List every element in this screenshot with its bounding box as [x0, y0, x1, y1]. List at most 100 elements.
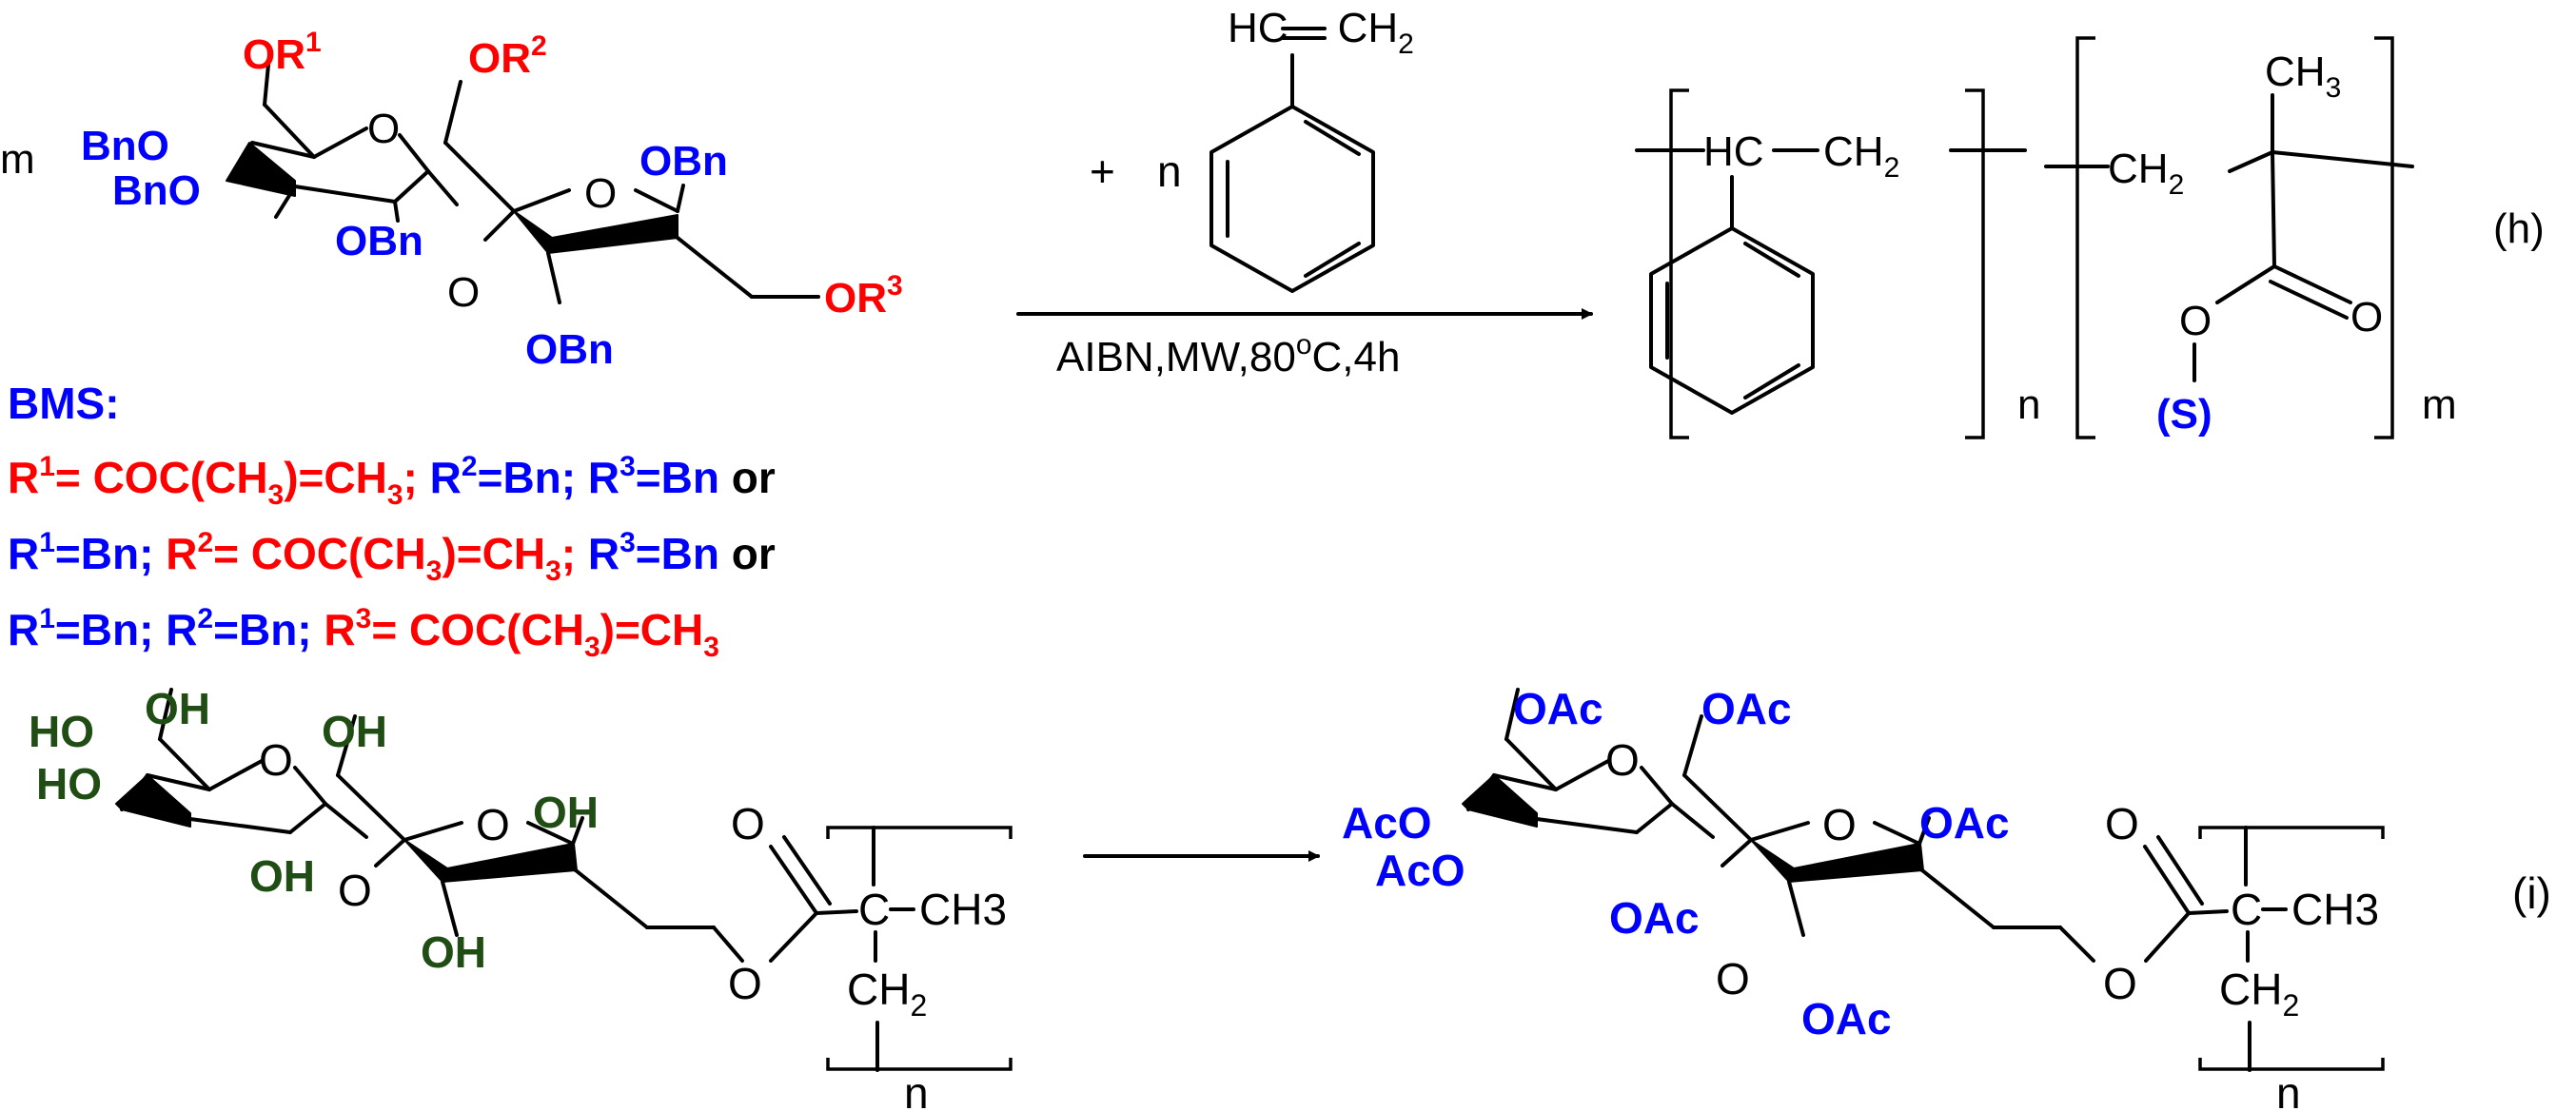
- bms-segment: 3: [545, 556, 561, 587]
- styrene-n: n: [1157, 146, 1182, 196]
- bno-label-3: BnO: [112, 167, 201, 214]
- product-n: n: [2017, 381, 2040, 428]
- oac-2: OAc: [1609, 893, 1700, 943]
- glyco-o-i1: O: [338, 866, 372, 915]
- product-ester-o: O: [2179, 298, 2212, 344]
- bms-segment: )=CH: [284, 453, 387, 502]
- bms-segment: 3: [619, 527, 636, 558]
- bms-segment: =Bn; R: [478, 453, 620, 502]
- bms-option-1: R1= COC(CH3)=CH3; R2=Bn; R3=Bn or: [8, 451, 776, 511]
- oh-2: OH: [249, 851, 315, 901]
- bms-segment: 2: [197, 527, 213, 558]
- ring-o-pyr-i1: O: [259, 735, 293, 785]
- n-left: n: [904, 1068, 929, 1111]
- bms-segment: )=CH: [442, 529, 545, 578]
- aco-4: AcO: [1342, 798, 1432, 848]
- ho-3: HO: [36, 759, 102, 809]
- acetylated-sucrose-polymer: AcO AcO OAc OAc OAc OAc OAc O O O: [1342, 684, 2062, 1043]
- bms-segment: 2: [462, 451, 478, 482]
- oh-6: OH: [145, 684, 210, 733]
- copolymer-product: HC CH2 n CH2 CH3 O O (S): [1635, 36, 2457, 439]
- bms-option-2: R1=Bn; R2= COC(CH3)=CH3; R3=Bn or: [8, 527, 776, 587]
- polymer-backbone-left: O O C CH3 CH2 n: [712, 799, 1013, 1111]
- product-ch3: CH3: [2265, 49, 2341, 104]
- obn-label-2: OBn: [335, 218, 423, 264]
- quaternary-c-left: C: [858, 885, 890, 934]
- label-h: (h): [2493, 205, 2545, 252]
- bms-title: BMS:: [8, 379, 120, 428]
- bms-segment: =Bn;: [213, 605, 324, 654]
- bms-segment: ;: [561, 529, 588, 578]
- ring-o-fur-i2: O: [1822, 800, 1857, 849]
- product-m: m: [2422, 381, 2457, 428]
- ch3-left: CH3: [919, 885, 1007, 934]
- oac-1p: OAc: [1701, 684, 1792, 733]
- ch3-right: CH3: [2291, 885, 2379, 934]
- bms-segment: or: [719, 529, 776, 578]
- bms-segment: or: [719, 453, 776, 502]
- bms-segment: R: [588, 529, 619, 578]
- ch2-left: CH2: [847, 965, 927, 1023]
- oh-1p: OH: [322, 707, 387, 756]
- oh-3p: OH: [421, 927, 486, 977]
- ester-o-left: O: [728, 959, 762, 1008]
- label-i: (i): [2512, 868, 2551, 918]
- bno-label-4: BnO: [81, 123, 169, 169]
- product-ch2-backbone: CH2: [2108, 146, 2184, 201]
- bms-segment: = COC(CH: [55, 453, 268, 502]
- product-ch2-styrene: CH2: [1823, 128, 1899, 184]
- bms-segment: 3: [703, 632, 719, 663]
- ring-o-pyr-i2: O: [1605, 735, 1640, 785]
- bms-monomer: OR1 OR2 OR3 BnO BnO OBn OBn OBn O O O: [81, 27, 903, 373]
- bms-segment: = COC(CH: [213, 529, 426, 578]
- bms-segment: 3: [584, 632, 600, 663]
- bms-segment: =Bn; R: [55, 605, 198, 654]
- oac-3p: OAc: [1801, 994, 1892, 1043]
- or1-label: OR1: [243, 27, 322, 78]
- bms-segment: R: [166, 529, 197, 578]
- bms-segment: 3: [426, 556, 442, 587]
- bms-segment: 3: [268, 479, 285, 511]
- aco-3: AcO: [1375, 846, 1465, 895]
- ester-o-right: O: [2103, 959, 2137, 1008]
- ch2-right: CH2: [2219, 965, 2299, 1023]
- pyranose-ring-o: O: [367, 106, 400, 152]
- oac-4p: OAc: [1919, 798, 2010, 848]
- bms-segment: 1: [39, 603, 55, 634]
- oh-4p: OH: [533, 788, 599, 837]
- bms-segment: R: [8, 453, 39, 502]
- furanose-ring-o: O: [584, 170, 617, 217]
- bms-segment: )=CH: [600, 605, 704, 654]
- or2-label: OR2: [468, 30, 547, 82]
- product-sucrose-s: (S): [2156, 391, 2212, 438]
- bms-segment: =Bn: [636, 453, 719, 502]
- or3-label: OR3: [824, 270, 903, 322]
- bms-segment: =Bn: [636, 529, 719, 578]
- bms-segment: 2: [197, 603, 213, 634]
- reaction-conditions: AIBN,MW,80oC,4h: [1056, 329, 1400, 380]
- oac-6: OAc: [1513, 684, 1603, 733]
- bms-segment: = COC(CH: [371, 605, 584, 654]
- bms-segment: R: [8, 529, 39, 578]
- plus-sign: +: [1090, 146, 1115, 196]
- bms-segment: 3: [356, 603, 372, 634]
- quaternary-c-right: C: [2231, 885, 2262, 934]
- bms-segment: 1: [39, 451, 55, 482]
- ring-o-fur-i1: O: [476, 800, 510, 849]
- bms-legend: BMS: R1= COC(CH3)=CH3; R2=Bn; R3=Bn or R…: [8, 379, 776, 663]
- n-right: n: [2276, 1068, 2301, 1111]
- product-carbonyl-o: O: [2350, 294, 2383, 341]
- bms-segment: 1: [39, 527, 55, 558]
- bms-segment: 3: [387, 479, 403, 511]
- bms-segment: R: [324, 605, 355, 654]
- carbonyl-o-right: O: [2105, 799, 2139, 848]
- coefficient-m: m: [0, 136, 35, 183]
- obn-label-3p: OBn: [525, 326, 614, 373]
- bms-segment: R: [8, 605, 39, 654]
- polymer-backbone-right: O O C CH3 CH2 n: [2058, 799, 2385, 1111]
- bms-segment: ;: [403, 453, 430, 502]
- obn-label-4p: OBn: [639, 138, 728, 185]
- bms-option-3: R1=Bn; R2=Bn; R3= COC(CH3)=CH3: [8, 603, 719, 663]
